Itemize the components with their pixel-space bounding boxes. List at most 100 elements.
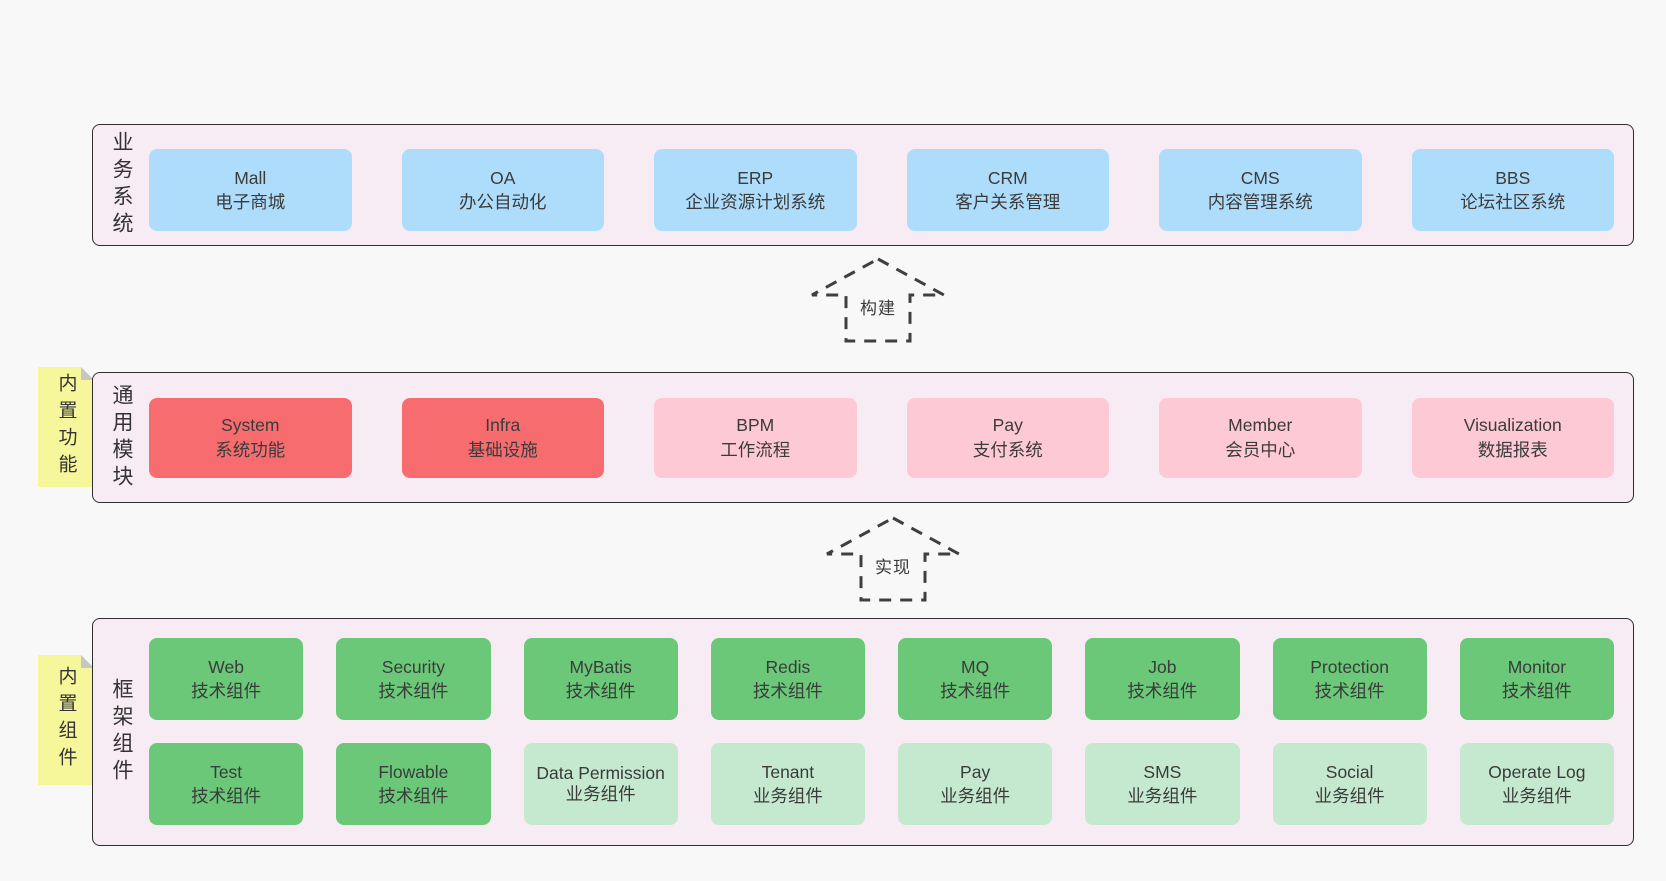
box-social: Social 业务组件	[1272, 743, 1427, 825]
box-title: CRM	[987, 167, 1028, 188]
box-subtitle: 会员中心	[1225, 439, 1296, 460]
arrow-label: 构建	[860, 299, 896, 318]
box-subtitle: 支付系统	[972, 439, 1043, 460]
layer-label-column: 框架组件	[93, 619, 149, 845]
business-boxes-row: Mall 电子商城 OA 办公自动化 ERP 企业资源计划系统 CRM 客户关系…	[149, 125, 1633, 245]
box-title: Visualization	[1463, 415, 1562, 436]
box-title: ERP	[737, 167, 774, 188]
box-subtitle: 论坛社区系统	[1460, 192, 1566, 212]
layer-label: 业务系统	[110, 131, 133, 239]
box-title: Flowable	[378, 761, 449, 782]
box-title: MyBatis	[569, 656, 632, 677]
box-erp: ERP 企业资源计划系统	[654, 149, 857, 231]
box-title: Member	[1228, 415, 1293, 436]
box-subtitle: 基础设施	[467, 439, 538, 460]
box-title: Pay	[960, 761, 991, 782]
box-title: Social	[1325, 761, 1374, 782]
sticky-note-label: 内置组件	[55, 666, 77, 774]
box-title: Mall	[234, 167, 267, 188]
box-mall: Mall 电子商城	[149, 149, 352, 231]
layer-label-column: 通用模块	[93, 373, 149, 502]
arrow-label: 实现	[875, 558, 911, 577]
sticky-note-builtin-components: 内置组件	[38, 655, 94, 785]
box-subtitle: 内容管理系统	[1207, 192, 1313, 212]
box-web: Web 技术组件	[149, 638, 304, 720]
components-row-2: Test 技术组件 Flowable 技术组件 Data Permission …	[149, 743, 1614, 825]
box-mybatis: MyBatis 技术组件	[523, 638, 678, 720]
box-pay-biz: Pay 业务组件	[898, 743, 1053, 825]
up-arrow-icon	[826, 516, 960, 602]
components-rows: Web 技术组件 Security 技术组件 MyBatis 技术组件 Redi…	[149, 619, 1633, 845]
box-title: BBS	[1495, 167, 1531, 188]
box-subtitle: 业务组件	[1314, 786, 1385, 806]
box-subtitle: 电子商城	[215, 192, 286, 212]
box-title: Tenant	[761, 761, 815, 782]
arrow-build: 构建	[808, 256, 948, 344]
box-subtitle: 业务组件	[1501, 786, 1572, 806]
box-crm: CRM 客户关系管理	[906, 149, 1109, 231]
box-pay-system: Pay 支付系统	[906, 397, 1109, 478]
box-monitor: Monitor 技术组件	[1459, 638, 1614, 720]
box-subtitle: 工作流程	[720, 439, 791, 460]
box-subtitle: 技术组件	[191, 786, 262, 806]
box-oa: OA 办公自动化	[401, 149, 604, 231]
box-title: BPM	[736, 415, 775, 436]
box-visualization: Visualization 数据报表	[1411, 397, 1614, 478]
arrow-implement: 实现	[823, 515, 963, 603]
layer-label: 框架组件	[110, 678, 133, 786]
components-row-1: Web 技术组件 Security 技术组件 MyBatis 技术组件 Redi…	[149, 638, 1614, 720]
box-title: Protection	[1310, 656, 1390, 677]
box-subtitle: 技术组件	[1501, 681, 1572, 701]
sticky-note-builtin-features: 内置功能	[38, 367, 94, 487]
box-subtitle: 技术组件	[1127, 681, 1198, 701]
box-subtitle: 技术组件	[752, 681, 823, 701]
box-bpm: BPM 工作流程	[654, 397, 857, 478]
box-title: Data Permission	[536, 762, 665, 783]
box-job: Job 技术组件	[1085, 638, 1240, 720]
box-flowable: Flowable 技术组件	[336, 743, 491, 825]
layer-label: 通用模块	[110, 383, 133, 492]
layer-business-systems: 业务系统 Mall 电子商城 OA 办公自动化 ERP 企业资源计划系统 CRM…	[92, 124, 1634, 246]
box-title: OA	[490, 167, 516, 188]
box-subtitle: 办公自动化	[459, 192, 547, 212]
box-subtitle: 技术组件	[191, 681, 262, 701]
box-title: Operate Log	[1488, 761, 1586, 782]
sticky-note-label: 内置功能	[55, 373, 77, 481]
modules-boxes-row: System 系统功能 Infra 基础设施 BPM 工作流程 Pay 支付系统…	[149, 373, 1633, 502]
box-title: Redis	[765, 656, 811, 677]
box-data-permission: Data Permission 业务组件	[523, 743, 678, 825]
box-operate-log: Operate Log 业务组件	[1459, 743, 1614, 825]
box-test: Test 技术组件	[149, 743, 304, 825]
box-subtitle: 业务组件	[752, 786, 823, 806]
box-title: Monitor	[1507, 656, 1567, 677]
box-subtitle: 系统功能	[215, 439, 286, 460]
box-subtitle: 技术组件	[378, 786, 449, 806]
box-title: System	[221, 415, 280, 436]
box-redis: Redis 技术组件	[710, 638, 865, 720]
box-title: Test	[210, 761, 243, 782]
box-title: Infra	[485, 415, 521, 436]
box-subtitle: 技术组件	[378, 681, 449, 701]
box-tenant: Tenant 业务组件	[710, 743, 865, 825]
box-title: CMS	[1240, 167, 1280, 188]
layer-framework-components: 框架组件 Web 技术组件 Security 技术组件 MyBatis 技术组件…	[92, 618, 1634, 846]
box-title: Security	[381, 656, 445, 677]
box-cms: CMS 内容管理系统	[1159, 149, 1362, 231]
box-subtitle: 客户关系管理	[955, 192, 1061, 212]
box-member: Member 会员中心	[1159, 397, 1362, 478]
box-title: Job	[1148, 656, 1177, 677]
box-title: Web	[208, 656, 244, 677]
layer-label-column: 业务系统	[93, 125, 149, 245]
box-mq: MQ 技术组件	[898, 638, 1053, 720]
box-system: System 系统功能	[149, 397, 352, 478]
box-title: SMS	[1143, 761, 1182, 782]
box-protection: Protection 技术组件	[1272, 638, 1427, 720]
box-subtitle: 企业资源计划系统	[685, 192, 826, 212]
box-title: Pay	[992, 415, 1023, 436]
box-subtitle: 数据报表	[1477, 439, 1548, 460]
box-subtitle: 技术组件	[565, 681, 636, 701]
box-title: MQ	[961, 656, 990, 677]
box-subtitle: 业务组件	[565, 784, 636, 804]
box-bbs: BBS 论坛社区系统	[1411, 149, 1614, 231]
